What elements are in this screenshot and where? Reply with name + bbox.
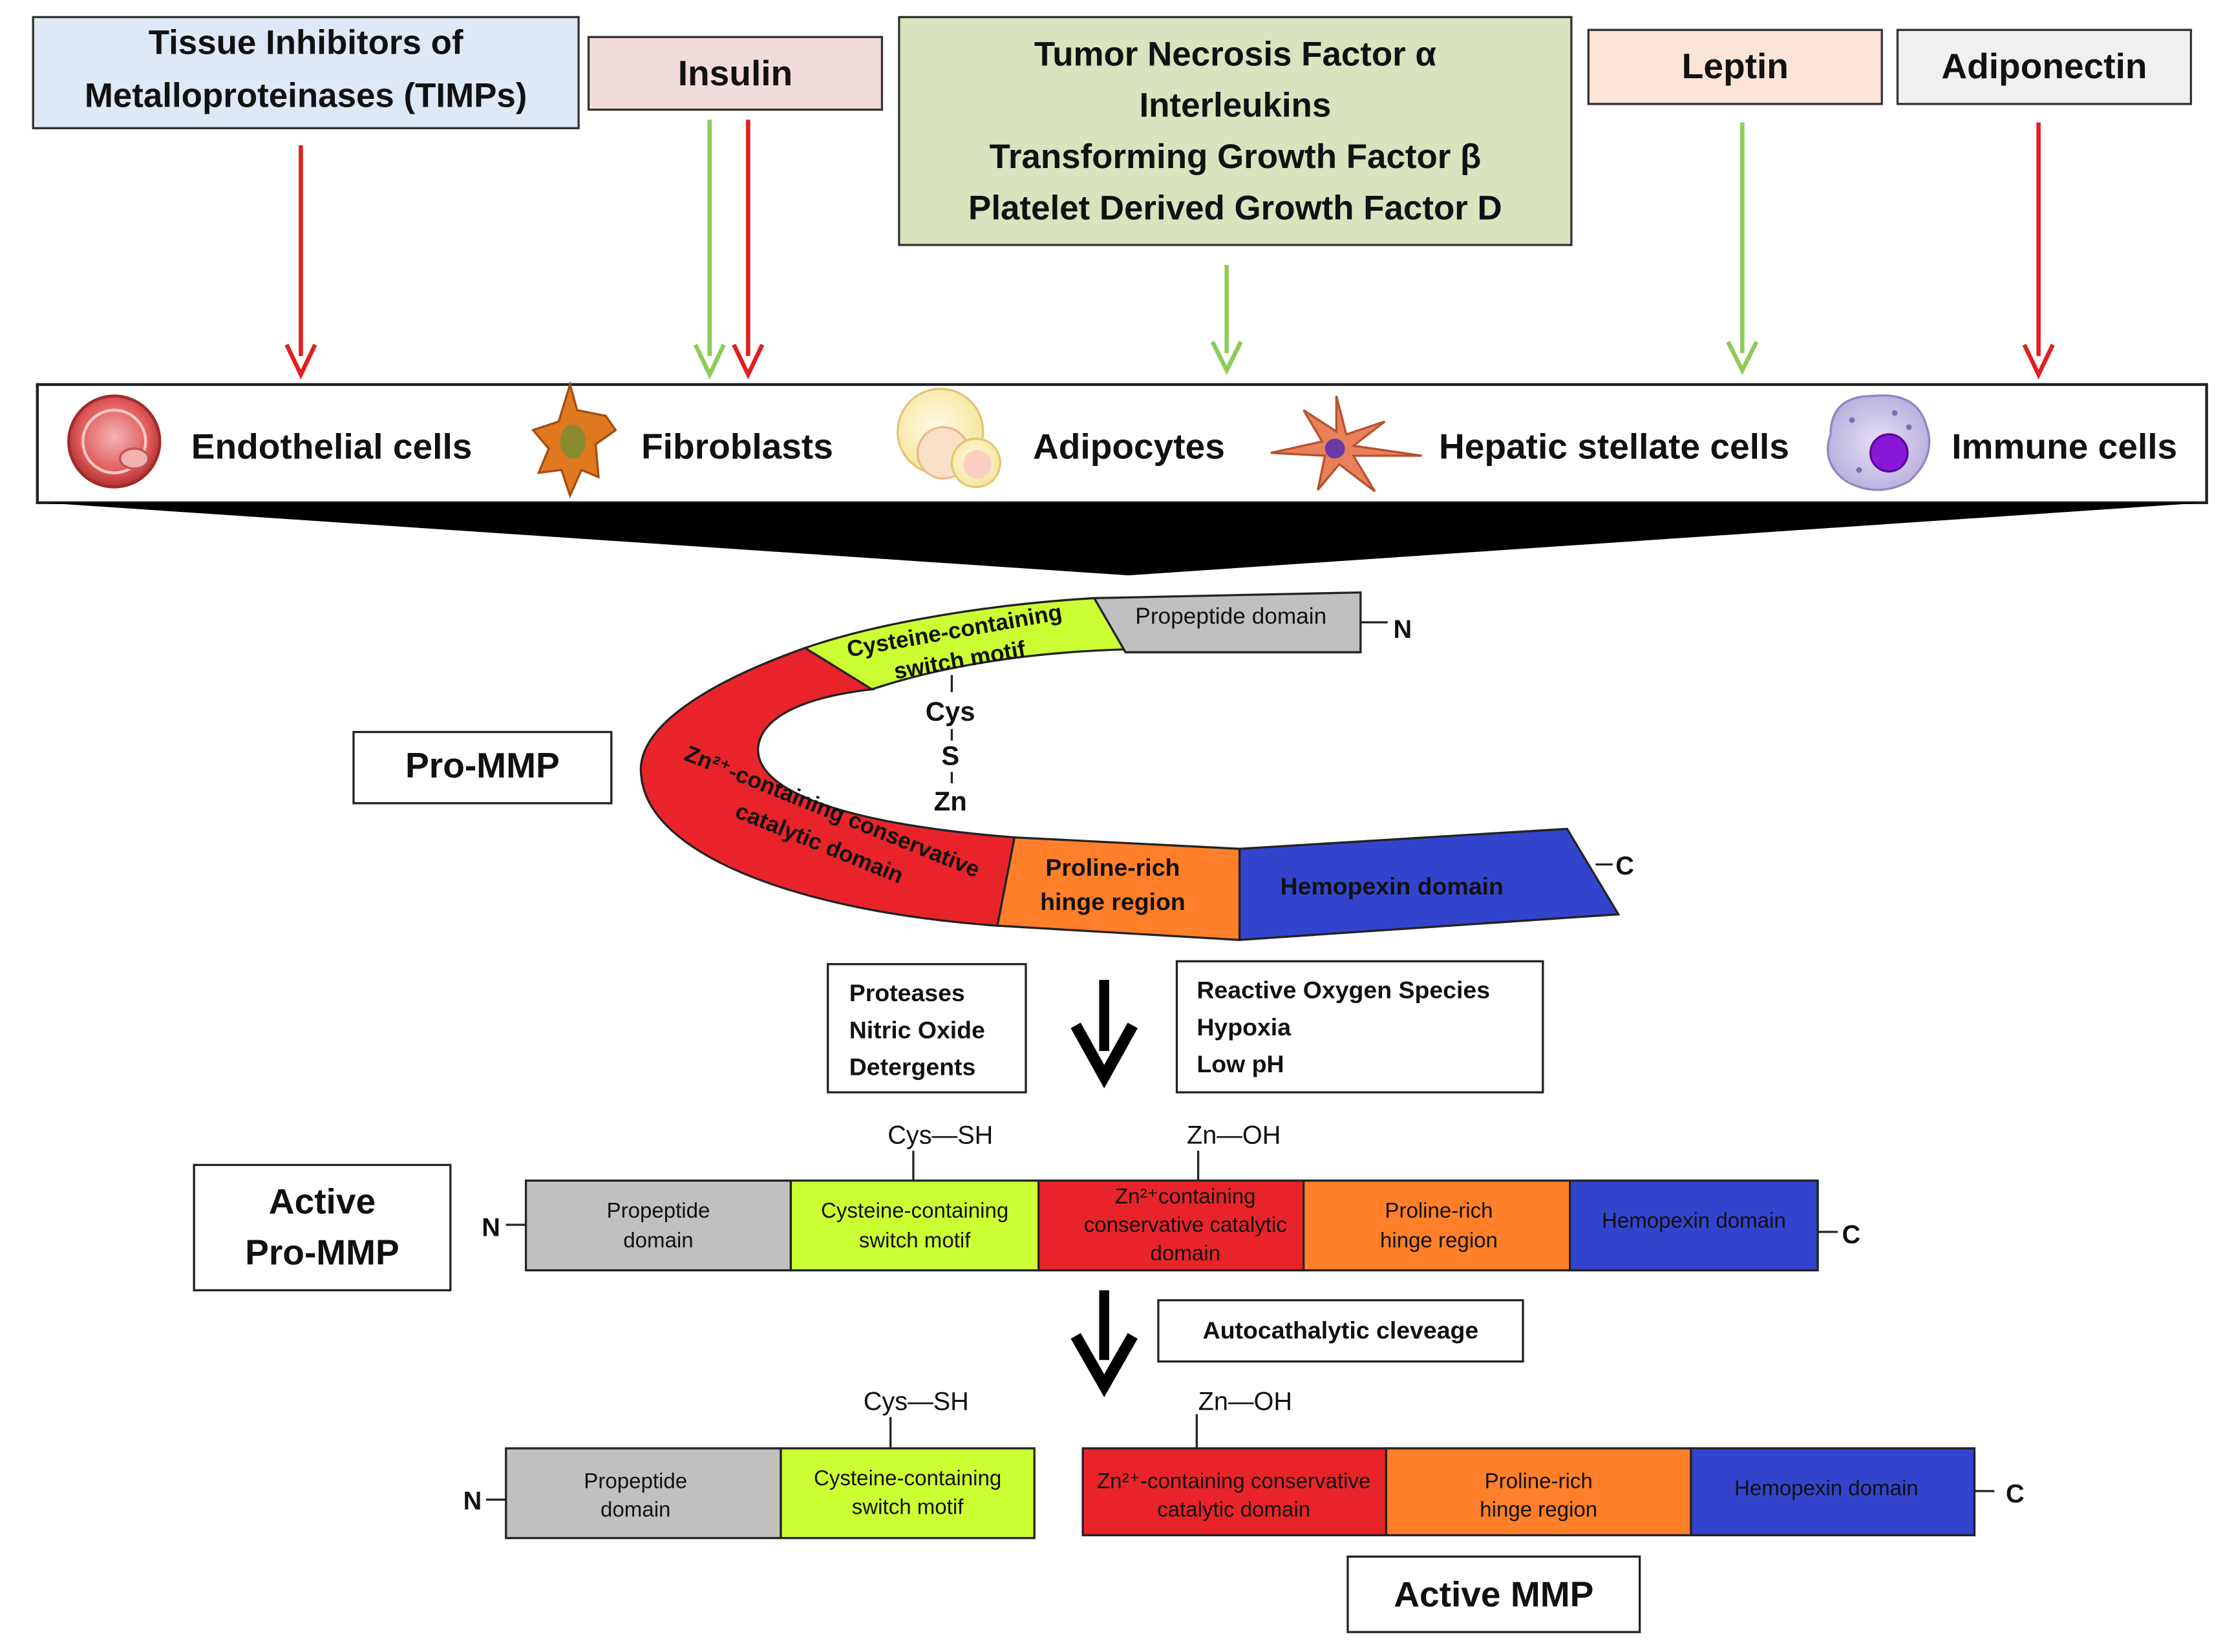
- cell-types-bar: Endothelial cells Fibroblasts Adipocytes…: [36, 381, 2208, 505]
- am-proline-segment: [1385, 1447, 1692, 1536]
- pro-zn-label: Zn: [934, 786, 967, 816]
- pro-propeptide-label: Propeptide domain: [1135, 604, 1326, 629]
- cleavage-arrow: [1070, 1290, 1138, 1397]
- pro-hemopexin-label: Hemopexin domain: [1281, 873, 1504, 900]
- cytokines-box: [898, 16, 1573, 246]
- am-c-terminus: C: [2006, 1480, 2025, 1509]
- am-propeptide-segment: [505, 1447, 782, 1540]
- am-hemopexin-label: Hemopexin domain: [1734, 1477, 1919, 1501]
- adiponectin-box: [1896, 28, 2193, 105]
- cell-label-immune: Immune cells: [1952, 427, 2177, 467]
- apm-n-terminus: N: [482, 1214, 500, 1242]
- apm-cysteine-segment: [789, 1180, 1040, 1272]
- fibroblast-icon: [531, 381, 617, 499]
- pro-propeptide-segment: [1092, 591, 1362, 653]
- cell-label-endothelial: Endothelial cells: [191, 427, 473, 467]
- pro-s-label: S: [941, 740, 959, 770]
- apm-proline-segment: [1302, 1180, 1571, 1272]
- insulin-label: Insulin: [678, 53, 793, 93]
- am-hemopexin-segment: [1690, 1447, 1976, 1536]
- pro-zinc-segment: [639, 646, 1016, 927]
- pro-c-terminus: C: [1615, 852, 1634, 880]
- pro-mmp-structure: Pro-MMP Propeptide domain Cysteine-conta…: [352, 591, 1634, 942]
- endothelial-cell-icon: [67, 394, 162, 489]
- cytokines-stimulate-arrow: [1210, 264, 1243, 376]
- am-cys-sh-label: Cys—SH: [864, 1387, 969, 1415]
- funnel-shape: [43, 502, 2204, 576]
- apm-c-terminus: C: [1842, 1221, 1861, 1249]
- active-mmp-label-box: [1346, 1555, 1641, 1633]
- pro-mmp-label-box: [352, 730, 613, 805]
- autocatalytic-box: [1157, 1299, 1524, 1363]
- am-zinc-segment: [1081, 1447, 1388, 1536]
- activators-right-box: [1175, 960, 1544, 1094]
- autocatalytic-step: Autocathalytic cleveage: [1070, 1290, 1524, 1397]
- timps-inhibit-arrow: [284, 145, 317, 380]
- regulator-insulin: Insulin: [587, 36, 884, 111]
- active-mmp-label: Active MMP: [1394, 1574, 1593, 1614]
- insulin-stimulate-arrow: [693, 120, 726, 380]
- regulator-leptin: Leptin: [1587, 28, 1883, 105]
- leptin-box: [1587, 28, 1883, 105]
- stellate-cell-icon: [1270, 396, 1422, 492]
- adipocyte-icon: [897, 387, 1001, 489]
- apm-cys-sh-label: Cys—SH: [888, 1121, 993, 1149]
- cell-label-fibroblasts: Fibroblasts: [641, 427, 833, 467]
- activation-arrow: [1070, 979, 1138, 1088]
- insulin-box: [587, 36, 884, 111]
- pro-cys-label: Cys: [926, 696, 975, 726]
- immune-cell-icon: [1826, 394, 1931, 491]
- timps-box: [32, 16, 580, 129]
- leptin-stimulate-arrow: [1726, 122, 1759, 376]
- insulin-inhibit-arrow: [732, 120, 765, 380]
- cell-label-adipocytes: Adipocytes: [1033, 427, 1225, 467]
- adiponectin-inhibit-arrow: [2022, 122, 2055, 380]
- apm-propeptide-segment: [524, 1180, 793, 1272]
- regulator-adiponectin: Adiponectin: [1896, 28, 2193, 105]
- am-n-terminus: N: [463, 1487, 482, 1516]
- apm-hemopexin-label: Hemopexin domain: [1602, 1209, 1786, 1233]
- activators-left-box: [827, 963, 1027, 1094]
- apm-zn-oh-label: Zn—OH: [1187, 1121, 1281, 1149]
- autocatalytic-label: Autocathalytic cleveage: [1203, 1317, 1479, 1344]
- pro-n-terminus: N: [1393, 615, 1412, 644]
- pro-mmp-label: Pro-MMP: [405, 745, 560, 785]
- am-zn-oh-label: Zn—OH: [1198, 1387, 1292, 1415]
- apm-hemopexin-segment: [1569, 1180, 1819, 1272]
- active-pro-mmp-label-box: [193, 1163, 452, 1291]
- leptin-label: Leptin: [1682, 46, 1789, 86]
- regulatory-arrows: [284, 120, 2055, 380]
- cell-label-stellate: Hepatic stellate cells: [1439, 427, 1789, 467]
- adiponectin-label: Adiponectin: [1941, 46, 2147, 86]
- am-cysteine-segment: [780, 1447, 1036, 1540]
